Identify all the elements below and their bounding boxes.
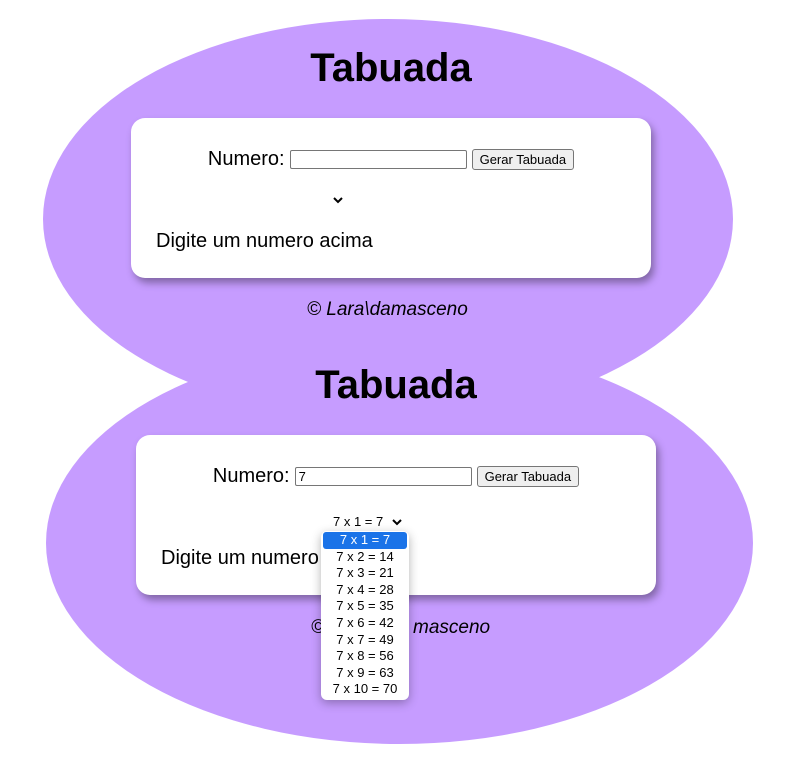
number-label: Numero: — [212, 465, 290, 487]
dropdown-option[interactable]: 7 x 4 = 28 — [336, 581, 394, 597]
footer-credit-end: masceno — [413, 617, 491, 638]
dropdown-option[interactable]: 7 x 1 = 7 — [323, 532, 407, 549]
number-label: Numero: — [207, 148, 285, 170]
tabuada-card: Numero: Gerar Tabuada 7 x 1 = 7 Digite u… — [136, 435, 656, 595]
hint-text: Digite um numero acima — [156, 230, 373, 252]
dropdown-option[interactable]: 7 x 5 = 35 — [336, 598, 394, 614]
dropdown-option[interactable]: 7 x 8 = 56 — [336, 648, 394, 664]
generate-tabuada-button[interactable]: Gerar Tabuada — [476, 466, 580, 487]
number-form-row: Numero: Gerar Tabuada — [136, 465, 656, 488]
number-form-row: Numero: Gerar Tabuada — [131, 148, 651, 171]
dropdown-option[interactable]: 7 x 3 = 21 — [336, 565, 394, 581]
dropdown-option[interactable]: 7 x 7 = 49 — [336, 631, 394, 647]
page-title: Tabuada — [315, 363, 477, 407]
dropdown-option[interactable]: 7 x 10 = 70 — [332, 681, 398, 697]
number-input[interactable] — [289, 150, 467, 169]
tabuada-select[interactable]: 7 x 1 = 7 — [333, 514, 403, 529]
number-input[interactable] — [294, 467, 472, 486]
chevron-down-icon — [333, 197, 343, 204]
select-value: 7 x 1 = 7 — [333, 514, 384, 529]
tabuada-select[interactable] — [324, 194, 344, 206]
page-title: Tabuada — [310, 46, 472, 90]
footer-credit: © Lara\damasceno — [307, 299, 468, 320]
dropdown-option[interactable]: 7 x 6 = 42 — [336, 614, 394, 630]
hint-text: Digite um numero — [161, 547, 319, 569]
generate-tabuada-button[interactable]: Gerar Tabuada — [471, 149, 575, 170]
tabuada-card: Numero: Gerar Tabuada Digite um numero a… — [131, 118, 651, 278]
dropdown-option[interactable]: 7 x 2 = 14 — [336, 548, 394, 564]
chevron-down-icon — [392, 518, 402, 525]
dropdown-option[interactable]: 7 x 9 = 63 — [336, 664, 394, 680]
